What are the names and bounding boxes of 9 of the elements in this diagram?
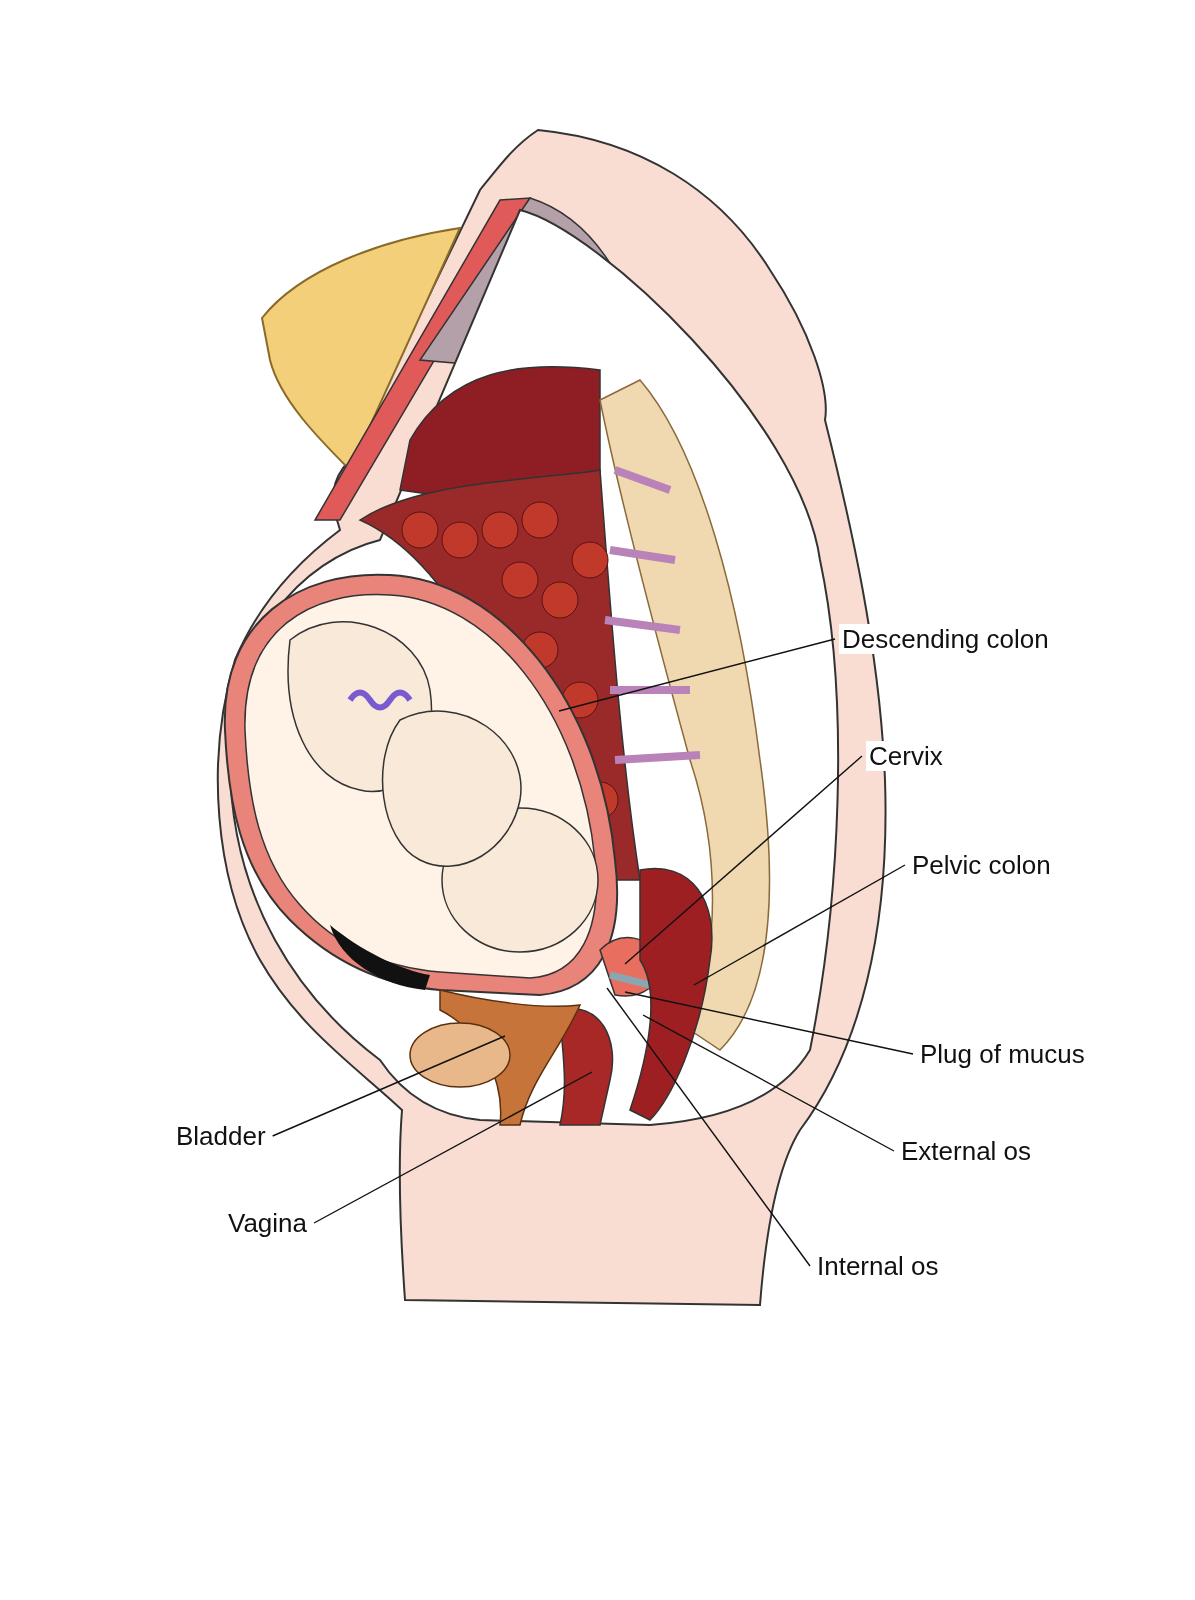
leader-line bbox=[624, 991, 914, 1055]
leader-line bbox=[271, 1035, 506, 1137]
leader-line bbox=[313, 1071, 593, 1224]
leader-line bbox=[642, 1014, 895, 1152]
leader-line bbox=[693, 864, 906, 986]
leader-line bbox=[606, 987, 811, 1267]
leader-line bbox=[624, 755, 863, 965]
part-label: Cervix bbox=[866, 741, 946, 771]
leader-line bbox=[558, 638, 836, 712]
